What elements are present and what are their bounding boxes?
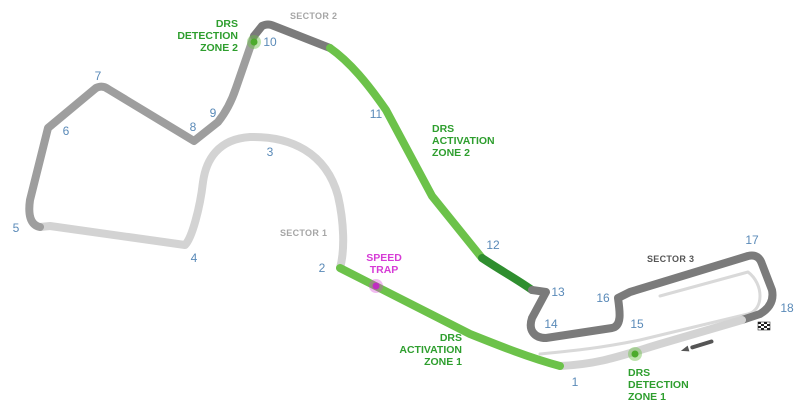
svg-text:ZONE 1: ZONE 1 [628,391,666,403]
svg-text:DRS: DRS [628,367,650,379]
turn-18-label: 18 [780,301,794,315]
sector-2-label: SECTOR 2 [290,11,337,21]
turn-4-label: 4 [191,251,198,265]
svg-text:DRS: DRS [216,18,238,30]
svg-text:DETECTION: DETECTION [628,379,689,391]
pit-lane [538,270,762,356]
turn-11-label: 11 [370,107,383,121]
turn-15-label: 15 [630,317,644,331]
svg-text:ZONE 1: ZONE 1 [424,356,462,368]
turn-10-label: 10 [263,35,277,49]
turn-12-label: 12 [486,238,500,252]
turn-13-label: 13 [551,285,565,299]
drs-activation-zone-1-track [336,264,564,370]
turn-17-label: 17 [745,233,759,247]
svg-text:SPEED: SPEED [366,252,402,264]
sector-1-label: SECTOR 1 [280,228,327,238]
direction-arrow-icon [680,339,714,352]
drs-braking-segment [478,254,536,294]
svg-text:DRS: DRS [440,332,462,344]
svg-text:ZONE 2: ZONE 2 [432,147,470,159]
turn-5-label: 5 [13,221,20,235]
speed-trap-point [372,282,380,290]
turn-14-label: 14 [544,317,558,331]
track-sector-3 [526,251,777,342]
drs-detection-point-2 [250,38,258,46]
drs-detection-zone-2-label: DRS DETECTION ZONE 2 [177,18,238,54]
track-sector-1 [36,132,348,272]
svg-text:DETECTION: DETECTION [177,30,238,42]
turn-2-label: 2 [319,261,326,275]
drs-detection-point-1 [631,350,639,358]
main-straight [556,316,746,370]
svg-text:ACTIVATION: ACTIVATION [399,344,462,356]
turn-1-label: 1 [572,375,579,389]
turn-8-label: 8 [190,120,197,134]
turn-16-label: 16 [596,291,610,305]
drs-activation-zone-1-label: DRS ACTIVATION ZONE 1 [399,332,462,368]
svg-text:DRS: DRS [432,123,454,135]
turn-3-label: 3 [267,145,274,159]
svg-text:ACTIVATION: ACTIVATION [432,135,495,147]
svg-text:ZONE 2: ZONE 2 [200,42,238,54]
track-sector-2-top [250,20,334,52]
speed-trap-label: SPEED TRAP [366,252,402,276]
chequered-flag-icon [757,321,771,331]
sector-3-label: SECTOR 3 [647,254,694,264]
turn-6-label: 6 [63,124,70,138]
svg-text:TRAP: TRAP [370,264,399,276]
track-sector-1-north [25,32,258,231]
drs-activation-zone-2-label: DRS ACTIVATION ZONE 2 [432,123,495,159]
drs-activation-zone-2-track [326,44,486,262]
turn-9-label: 9 [210,106,217,120]
drs-detection-zone-1-label: DRS DETECTION ZONE 1 [628,367,689,403]
turn-7-label: 7 [95,69,102,83]
